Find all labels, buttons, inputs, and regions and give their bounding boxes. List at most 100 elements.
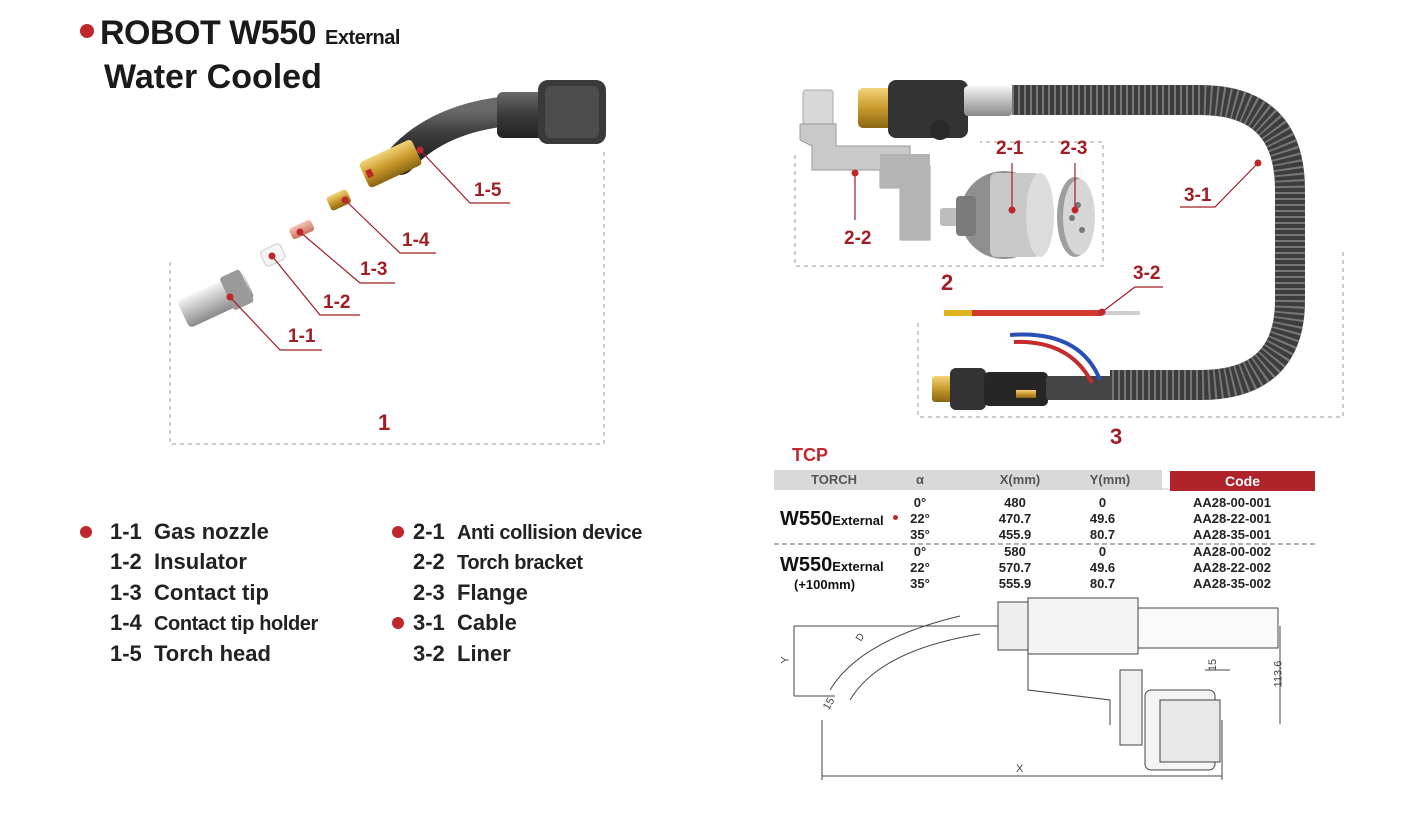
dim-15-label: 15 [1207, 658, 1220, 672]
callout-2-1: 2-1 [996, 138, 1024, 159]
legend-num: 3-1 [413, 610, 445, 635]
legend-name: Flange [457, 580, 528, 605]
cell-alpha: 22° [910, 560, 930, 575]
torch-head-illustration [178, 80, 606, 327]
legend-num: 1-3 [110, 580, 142, 605]
cell-code: AA28-00-001 [1192, 495, 1272, 510]
dim-y-label: Y [779, 656, 792, 664]
cell-code: AA28-22-002 [1192, 560, 1272, 575]
dim-x-label: X [1016, 763, 1024, 775]
callout-3-2: 3-2 [1133, 263, 1161, 284]
model-sub: External [832, 513, 884, 528]
leaders-group3 [1101, 162, 1259, 313]
header-y: Y(mm) [1089, 472, 1131, 487]
callout-2-3: 2-3 [1060, 138, 1088, 159]
model-main: W550 [780, 508, 833, 530]
cell-x: 570.7 [998, 560, 1032, 575]
callout-1-5: 1-5 [474, 180, 502, 201]
header-x: X(mm) [999, 472, 1041, 487]
cell-x: 555.9 [998, 576, 1032, 591]
legend-name: Contact tip holder [154, 613, 318, 635]
header-alpha: α [916, 472, 924, 487]
tcp-title: TCP [792, 445, 828, 465]
liner-illustration [944, 310, 1140, 316]
cell-y: 0 [1098, 495, 1107, 510]
legend-bullet [80, 526, 92, 538]
cell-x: 480 [1004, 495, 1026, 510]
group1-box [169, 152, 605, 445]
cell-alpha: 0° [913, 544, 927, 559]
legend-item: 1-4 Contact tip holder [110, 610, 318, 636]
dim-113-label: 113.6 [1272, 660, 1285, 688]
callout-1-2: 1-2 [323, 292, 351, 313]
legend-item: 3-1 Cable [413, 610, 517, 636]
model-note: (+100mm) [794, 577, 856, 592]
cell-x: 455.9 [998, 527, 1032, 542]
legend-num: 2-1 [413, 519, 445, 544]
legend-num: 1-1 [110, 519, 142, 544]
legend-item: 1-2 Insulator [110, 549, 247, 575]
page-title: ROBOT W550 External [80, 14, 400, 53]
title-sub: External [325, 27, 400, 49]
cell-alpha: 35° [910, 576, 930, 591]
title-bullet [80, 24, 94, 39]
legend-num: 1-5 [110, 641, 142, 666]
leaders-group1 [229, 149, 510, 351]
callout-1-3: 1-3 [360, 259, 388, 280]
callout-1-4: 1-4 [402, 230, 430, 251]
model-name: W550External [780, 554, 884, 577]
cell-code: AA28-35-002 [1192, 576, 1272, 591]
legend-num: 2-3 [413, 580, 445, 605]
legend-name: Cable [457, 610, 517, 635]
header-code: Code [1170, 471, 1315, 491]
model-main: W550 [780, 554, 833, 576]
legend-item: 3-2 Liner [413, 641, 511, 667]
legend-num: 3-2 [413, 641, 445, 666]
legend-num: 2-2 [413, 549, 445, 574]
cell-y: 80.7 [1089, 576, 1116, 591]
group2-box [794, 141, 1104, 267]
row-marker [893, 515, 898, 520]
group-label-1: 1 [378, 410, 391, 435]
legend-name: Torch bracket [457, 552, 583, 574]
cell-code: AA28-35-001 [1192, 527, 1272, 542]
legend-name: Insulator [154, 549, 247, 574]
legend-item: 2-2 Torch bracket [413, 549, 583, 575]
legend-name: Torch head [154, 641, 271, 666]
legend-num: 1-2 [110, 549, 142, 574]
flange-illustration [1057, 177, 1095, 257]
callout-2-2: 2-2 [844, 228, 872, 249]
cell-alpha: 0° [913, 495, 927, 510]
cell-y: 49.6 [1089, 560, 1116, 575]
legend-bullet [392, 526, 404, 538]
legend-item: 1-5 Torch head [110, 641, 271, 667]
callout-3-1: 3-1 [1184, 185, 1212, 206]
dimension-drawing [793, 597, 1281, 780]
legend-name: Contact tip [154, 580, 269, 605]
page-subtitle: Water Cooled [104, 58, 322, 96]
cell-alpha: 22° [910, 511, 930, 526]
legend-bullet [392, 617, 404, 629]
legend-name: Liner [457, 641, 511, 666]
header-torch: TORCH [811, 472, 857, 487]
cable-illustration [1012, 85, 1305, 400]
callout-1-1: 1-1 [288, 326, 316, 347]
torch-bracket-illustration [799, 80, 1012, 241]
group3-box [917, 248, 1344, 418]
cell-x: 580 [1004, 544, 1026, 559]
cell-x: 470.7 [998, 511, 1032, 526]
cell-y: 80.7 [1089, 527, 1116, 542]
tcp-header-bar [774, 470, 1162, 490]
title-main: ROBOT W550 [100, 14, 317, 52]
group-label-2: 2 [941, 270, 954, 295]
model-sub: External [832, 559, 884, 574]
anti-collision-illustration [940, 171, 1054, 259]
cell-y: 49.6 [1089, 511, 1116, 526]
cell-y: 0 [1098, 544, 1107, 559]
model-name: W550External [780, 508, 884, 531]
legend-num: 1-4 [110, 610, 142, 635]
cell-code: AA28-22-001 [1192, 511, 1272, 526]
group-label-3: 3 [1110, 424, 1123, 449]
